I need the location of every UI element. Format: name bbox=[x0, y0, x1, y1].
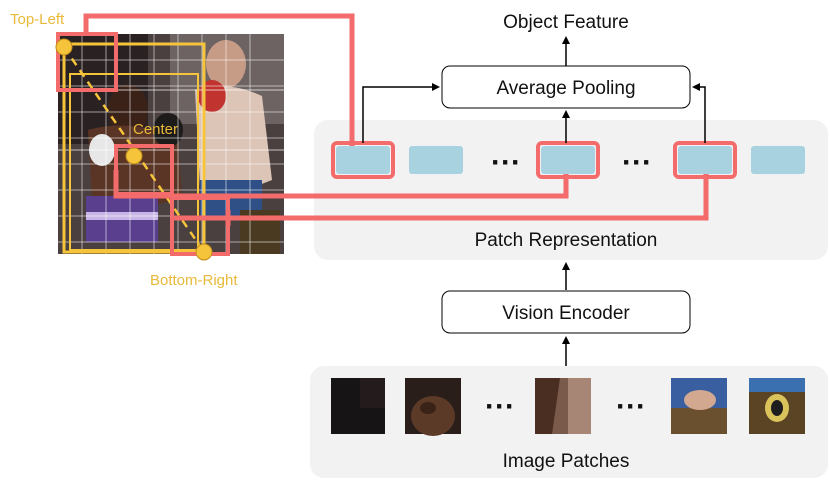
image-patch-3 bbox=[535, 378, 591, 434]
patch-representation-label: Patch Representation bbox=[475, 230, 658, 251]
label-bottom-right: Bottom-Right bbox=[150, 272, 238, 289]
patch-token-5 bbox=[751, 146, 805, 174]
object-feature-label: Object Feature bbox=[503, 12, 629, 33]
patch-token-2 bbox=[409, 146, 463, 174]
vision-encoder-box bbox=[441, 290, 691, 334]
image-patches-label: Image Patches bbox=[503, 451, 630, 472]
label-center: Center bbox=[133, 121, 178, 138]
connector-bottom-right bbox=[172, 174, 709, 221]
point-center bbox=[125, 147, 143, 165]
patch-token-4 bbox=[678, 146, 732, 174]
image-patch-2 bbox=[405, 378, 461, 436]
image-patch-4 bbox=[671, 378, 727, 434]
arrow-token1-to-pooling bbox=[362, 83, 440, 143]
patch-ellipsis-1: ··· bbox=[485, 390, 515, 423]
patch-token-3-highlight bbox=[536, 141, 600, 179]
patch-token-3 bbox=[541, 146, 595, 174]
patch-highlight-top-left bbox=[56, 32, 118, 92]
patch-ellipsis-2: ··· bbox=[616, 390, 646, 423]
token-ellipsis-2: ··· bbox=[622, 146, 652, 179]
point-top-left bbox=[55, 38, 73, 56]
label-top-left: Top-Left bbox=[10, 11, 65, 28]
bounding-box-outer bbox=[62, 42, 206, 254]
point-bottom-right bbox=[195, 243, 213, 261]
image-patch-5 bbox=[749, 378, 805, 434]
token-ellipsis-1: ··· bbox=[491, 146, 521, 179]
patch-highlight-center bbox=[114, 144, 174, 196]
bounding-box-inner bbox=[69, 73, 199, 251]
image-patch-1 bbox=[331, 378, 385, 434]
vision-encoder-label: Vision Encoder bbox=[502, 303, 630, 324]
connector-top-left bbox=[83, 13, 355, 146]
average-pooling-label: Average Pooling bbox=[496, 78, 635, 99]
patch-token-1 bbox=[336, 146, 390, 174]
arrow-token4-to-pooling bbox=[692, 83, 706, 143]
